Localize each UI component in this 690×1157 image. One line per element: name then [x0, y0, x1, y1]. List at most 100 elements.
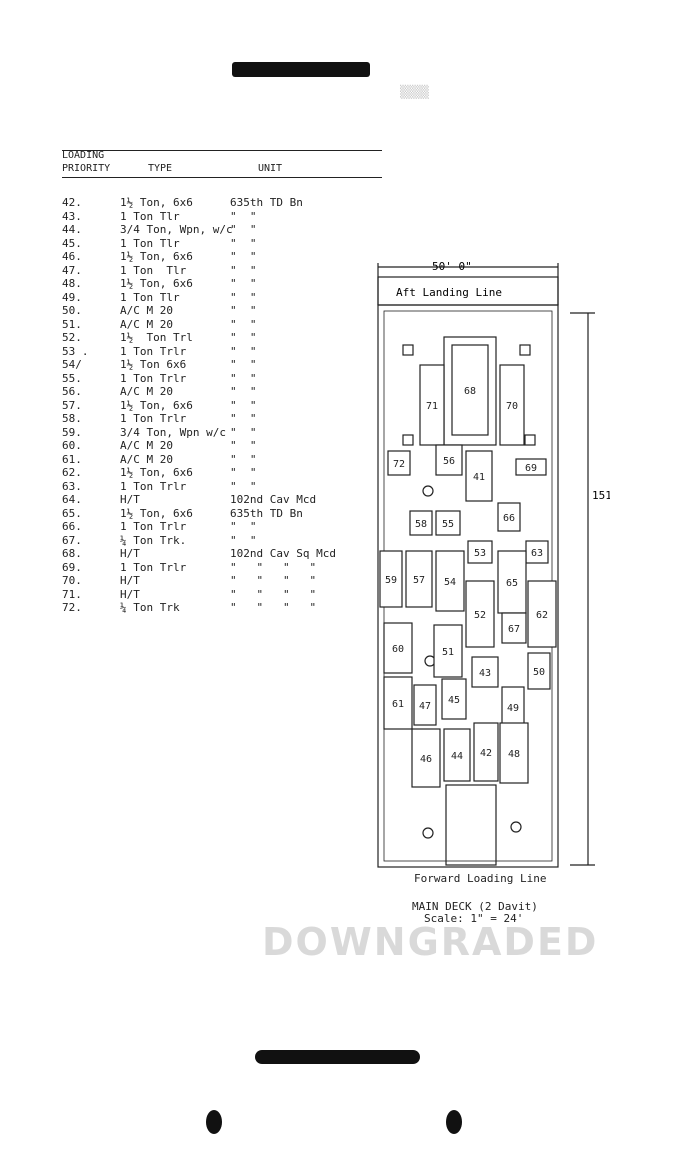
- punch-hole-right: [446, 1110, 462, 1134]
- row-unit: " ": [230, 371, 257, 385]
- row-unit: " " " ": [230, 574, 317, 587]
- row-number: 46.: [62, 250, 82, 263]
- row-type: 1 Ton Trlr: [120, 520, 187, 533]
- row-type: ¼ Ton Trk: [120, 601, 180, 614]
- row-type: H/T: [120, 574, 140, 587]
- vehicle-68-label: 68: [464, 386, 476, 397]
- row-number: 68.: [62, 547, 82, 560]
- vehicle-69-label: 69: [525, 463, 537, 474]
- row-number: 47.: [62, 263, 82, 277]
- vehicle-61-label: 61: [392, 699, 404, 710]
- row-unit: " ": [230, 331, 257, 344]
- vehicle-50-label: 50: [533, 667, 545, 678]
- vehicle-56-label: 56: [443, 456, 455, 467]
- row-type: 1½ Ton 6x6: [120, 358, 187, 371]
- length-label: 151': [592, 489, 610, 502]
- header-priority: PRIORITY: [62, 163, 111, 174]
- row-type: A/C M 20: [120, 304, 173, 317]
- row-number: 70.: [62, 574, 82, 587]
- header-unit: UNIT: [258, 163, 283, 174]
- row-unit: " ": [230, 263, 257, 277]
- row-type: 1 Ton Tlr: [120, 236, 180, 250]
- row-type: 1 Ton Tlr: [120, 263, 187, 277]
- vehicle-70-box: [499, 364, 525, 446]
- diagram-caption-scale: Scale: 1" = 24': [424, 912, 524, 925]
- row-type: 1½ Ton, 6x6: [120, 277, 193, 290]
- row-number: 42.: [62, 196, 82, 209]
- vehicle-60-box: [383, 622, 413, 674]
- row-type: 1 Ton Trlr: [120, 344, 187, 358]
- faint-stamp-top: ▒▒▒▒: [400, 85, 429, 99]
- bottom-redaction-bar: [255, 1050, 420, 1064]
- row-type: 1 Ton Trlr: [120, 479, 187, 493]
- row-unit: " ": [230, 209, 257, 223]
- vehicle-43-label: 43: [479, 668, 491, 679]
- vehicle-55-box: [435, 510, 461, 536]
- vehicle-50-box: [527, 652, 551, 690]
- width-label: 50' 0": [432, 260, 472, 273]
- vehicle-49-label: 49: [507, 703, 519, 714]
- vehicle-48-label: 48: [508, 749, 520, 760]
- vehicle-70-label: 70: [506, 401, 518, 412]
- vehicle-58-label: 58: [415, 519, 427, 530]
- row-type: 1 Ton Tlr: [120, 290, 180, 304]
- row-number: 51.: [62, 317, 82, 331]
- vehicle-52-label: 52: [474, 610, 486, 621]
- vehicle-72-label: 72: [393, 459, 405, 470]
- row-number: 52.: [62, 331, 82, 344]
- row-unit: " ": [230, 223, 257, 236]
- row-unit: " ": [230, 439, 257, 452]
- row-type: 1 Ton Tlr: [120, 209, 180, 223]
- vehicle-67-label: 67: [508, 624, 520, 635]
- vehicle-55-label: 55: [442, 519, 454, 530]
- vehicle-57-box: [405, 550, 433, 608]
- vehicle-67-box: [501, 612, 527, 644]
- punch-hole-left: [206, 1110, 222, 1134]
- vehicle-72-box: [387, 450, 411, 476]
- row-unit: " ": [230, 317, 257, 331]
- row-unit: " ": [230, 479, 257, 493]
- ramp-box: [445, 784, 497, 866]
- vehicle-66-box: [497, 502, 521, 532]
- row-type: ¼ Ton Trk.: [120, 533, 187, 547]
- row-number: 71.: [62, 587, 82, 601]
- row-type: 3/4 Ton, Wpn w/c: [120, 425, 226, 439]
- vehicle-46-box: [411, 728, 441, 788]
- vehicle-42-box: [473, 722, 499, 782]
- row-type: 1½ Ton, 6x6: [120, 466, 193, 479]
- downgraded-stamp: DOWNGRADED: [262, 920, 599, 964]
- row-unit: " " " ": [230, 560, 317, 574]
- header-rule-bottom: [62, 177, 382, 178]
- row-unit: 102nd Cav Mcd: [230, 493, 317, 506]
- vehicle-66-label: 66: [503, 513, 515, 524]
- vehicle-62-label: 62: [536, 610, 548, 621]
- vehicle-45-label: 45: [448, 695, 460, 706]
- forward-loading-label: Forward Loading Line: [414, 872, 547, 885]
- aft-landing-label: Aft Landing Line: [396, 286, 502, 299]
- row-number: 45.: [62, 236, 82, 250]
- vehicle-59-label: 59: [385, 575, 397, 586]
- vehicle-51-box: [433, 624, 463, 678]
- vehicle-54-label: 54: [444, 577, 456, 588]
- row-unit: 635th TD Bn: [230, 506, 303, 520]
- row-type: 1½ Ton, 6x6: [120, 506, 193, 520]
- row-unit: " ": [230, 236, 257, 250]
- vehicle-71-label: 71: [426, 401, 438, 412]
- vehicle-53-box: [467, 540, 493, 564]
- vehicle-48-box: [499, 722, 529, 784]
- row-number: 65.: [62, 506, 82, 520]
- vehicle-56-box: [435, 444, 463, 476]
- row-unit: " ": [230, 412, 257, 425]
- row-number: 61.: [62, 452, 82, 466]
- row-type: 3/4 Ton, Wpn, w/c: [120, 223, 233, 236]
- header-loading: LOADING: [62, 150, 105, 161]
- row-number: 49.: [62, 290, 82, 304]
- vehicle-57-label: 57: [413, 575, 425, 586]
- row-number: 48.: [62, 277, 82, 290]
- vehicle-45-box: [441, 678, 467, 720]
- row-unit: " ": [230, 277, 257, 290]
- row-type: A/C M 20: [120, 439, 173, 452]
- vehicle-61-box: [383, 676, 413, 730]
- row-number: 62.: [62, 466, 82, 479]
